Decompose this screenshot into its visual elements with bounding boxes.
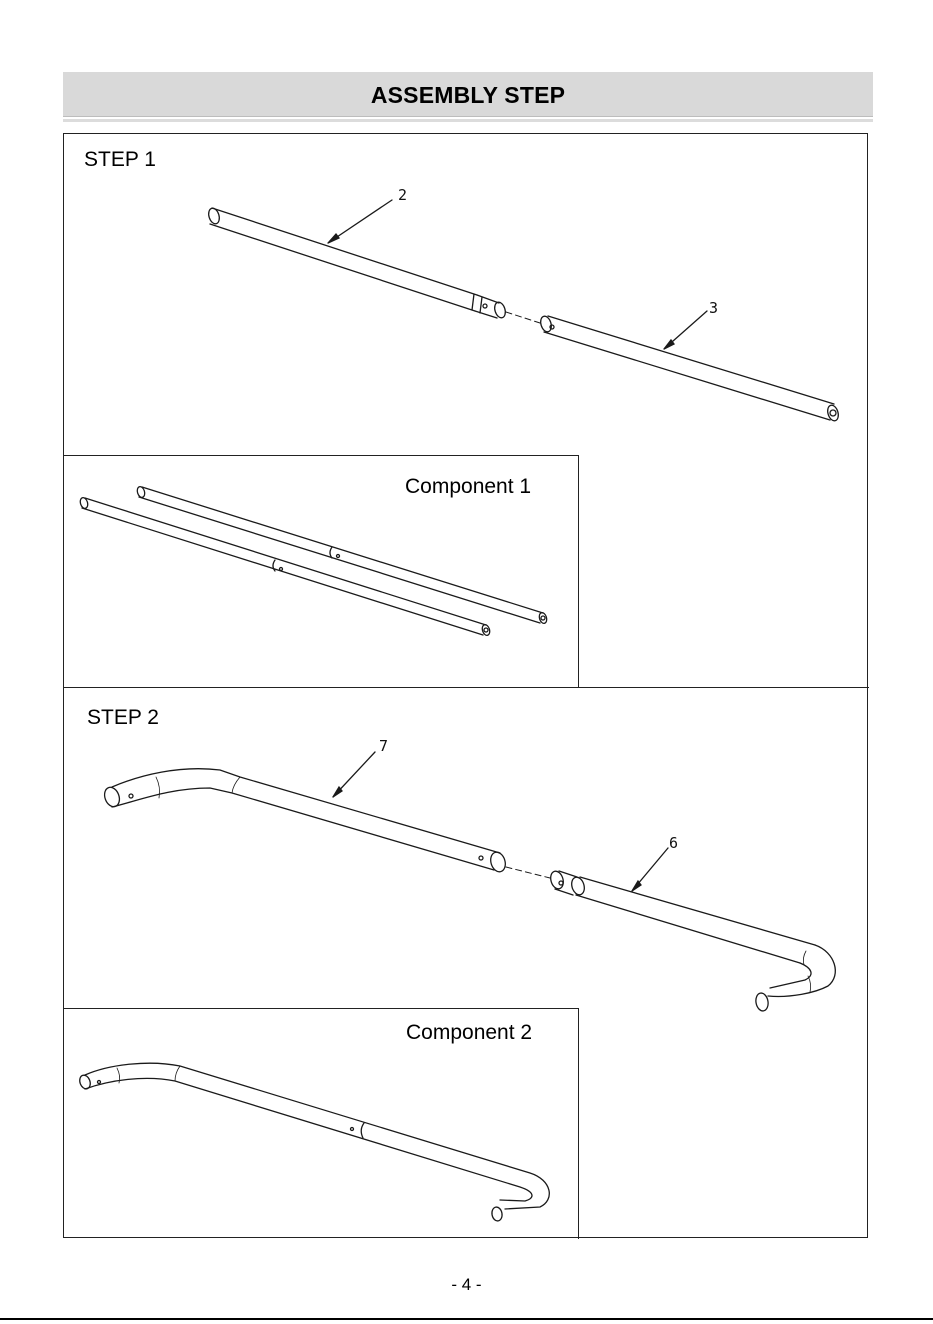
bent-tube-part-6 (549, 870, 836, 1012)
tube-part-3 (539, 315, 840, 422)
bottom-rule (0, 1318, 933, 1320)
component-1-assembled-tubes (79, 486, 548, 637)
callout-leaders-step-2 (333, 752, 668, 891)
bent-tube-part-7 (102, 769, 508, 874)
callout-7: 7 (379, 737, 388, 755)
callout-3: 3 (709, 299, 718, 317)
callout-6: 6 (669, 834, 678, 852)
alignment-line-2 (506, 867, 550, 878)
page-number: - 4 - (0, 1275, 933, 1295)
component-2-assembled-tube (78, 1063, 549, 1222)
alignment-line-1 (506, 312, 540, 323)
callout-2: 2 (398, 186, 407, 204)
callout-leaders-step-1 (328, 200, 707, 349)
